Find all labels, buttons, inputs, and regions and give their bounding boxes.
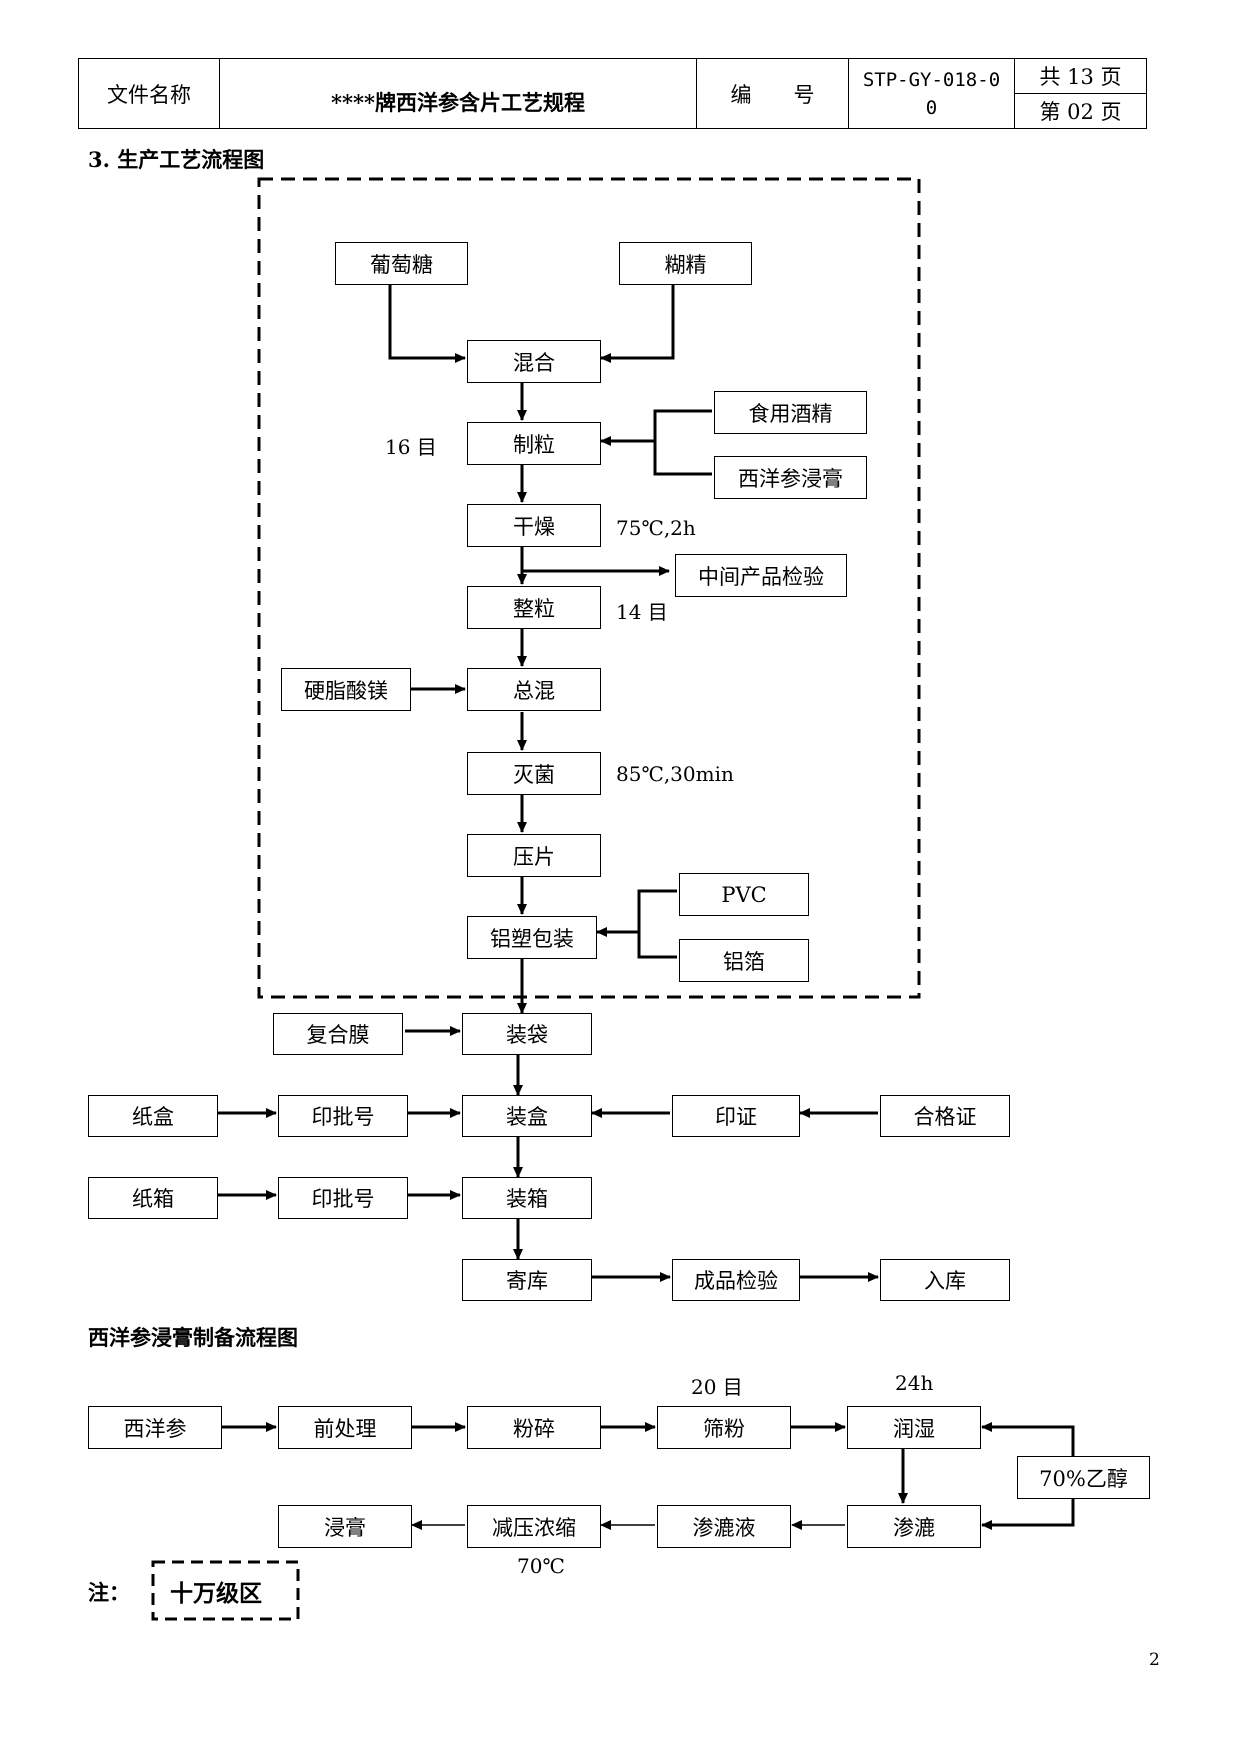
certificate-box: 合格证 — [880, 1095, 1010, 1137]
page-no: 第 02 页 — [1039, 100, 1122, 124]
total-pages: 共 13 页 — [1015, 59, 1146, 94]
note-label: 注： — [88, 1580, 130, 1605]
extract-flow-title: 西洋参浸膏制备流程图 — [88, 1325, 298, 1350]
edible-alcohol-box: 食用酒精 — [714, 391, 867, 434]
dextrin-box: 糊精 — [619, 242, 752, 285]
extract-box: 浸膏 — [278, 1505, 412, 1548]
press-box: 压片 — [467, 834, 601, 877]
sieve-mesh-note: 20 目 — [691, 1375, 743, 1399]
mg-stearate-box: 硬脂酸镁 — [281, 668, 411, 711]
print-batch-box-1: 印批号 — [278, 1095, 408, 1137]
percolate-liquid-box: 渗漉液 — [657, 1505, 791, 1548]
bagging-box: 装袋 — [462, 1013, 592, 1055]
blister-pack-box: 铝塑包装 — [467, 916, 597, 959]
final-mix-box: 总混 — [467, 668, 601, 711]
ginseng-box: 西洋参 — [88, 1406, 222, 1449]
zone-label: 十万级区 — [170, 1580, 262, 1607]
doc-number: STP-GY-018-00 — [848, 59, 1014, 128]
header-table: 文件名称 ****牌西洋参含片工艺规程 编 号 STP-GY-018-00 共 … — [78, 58, 1147, 129]
ethanol-box: 70%乙醇 — [1017, 1456, 1150, 1499]
wet-box: 润湿 — [847, 1406, 981, 1449]
doc-name-label: 文件名称 — [107, 82, 191, 107]
page-number: 2 — [1149, 1650, 1160, 1670]
extract-flow-arrows — [222, 1422, 1075, 1530]
carton-box: 纸箱 — [88, 1177, 218, 1219]
percolate-box: 渗漉 — [847, 1505, 981, 1548]
print-batch-box-2: 印批号 — [278, 1177, 408, 1219]
mix-box: 混合 — [467, 340, 601, 383]
dry-box: 干燥 — [467, 504, 601, 547]
laminate-film-box: 复合膜 — [273, 1013, 403, 1055]
sterilize-condition-note: 85℃,30min — [616, 762, 734, 786]
boxing-box: 装盒 — [462, 1095, 592, 1137]
glucose-box: 葡萄糖 — [335, 242, 468, 285]
sieve-box: 筛粉 — [657, 1406, 791, 1449]
finished-test-box: 成品检验 — [672, 1259, 800, 1301]
warehouse-box: 入库 — [880, 1259, 1010, 1301]
sterilize-box: 灭菌 — [467, 752, 601, 795]
section-title: 3. 生产工艺流程图 — [88, 147, 265, 172]
foil-box: 铝箔 — [679, 939, 809, 982]
paper-box-box: 纸盒 — [88, 1095, 218, 1137]
number-label: 编 号 — [696, 59, 848, 128]
temp-storage-box: 寄库 — [462, 1259, 592, 1301]
concentrate-temp-note: 70℃ — [517, 1554, 565, 1578]
pvc-box: PVC — [679, 873, 809, 916]
wet-time-note: 24h — [895, 1371, 934, 1395]
main-flow-arrows — [217, 285, 879, 1282]
intermediate-test-box: 中间产品检验 — [675, 554, 847, 597]
pretreat-box: 前处理 — [278, 1406, 412, 1449]
granulate-mesh-note: 16 目 — [385, 435, 437, 459]
crush-box: 粉碎 — [467, 1406, 601, 1449]
dry-condition-note: 75℃,2h — [616, 516, 696, 540]
vacuum-concentrate-box: 减压浓缩 — [467, 1505, 601, 1548]
ginseng-extract-input-box: 西洋参浸膏 — [714, 456, 867, 499]
print-cert-box: 印证 — [672, 1095, 800, 1137]
page-count-cell: 共 13 页 第 02 页 — [1014, 59, 1146, 128]
legend-zone-border — [151, 1560, 300, 1621]
granulate-box: 制粒 — [467, 422, 601, 465]
casing-box: 装箱 — [462, 1177, 592, 1219]
size-mesh-note: 14 目 — [616, 600, 668, 624]
size-granules-box: 整粒 — [467, 586, 601, 629]
doc-title: ****牌西洋参含片工艺规程 — [219, 59, 696, 128]
clean-zone-border — [257, 177, 921, 999]
